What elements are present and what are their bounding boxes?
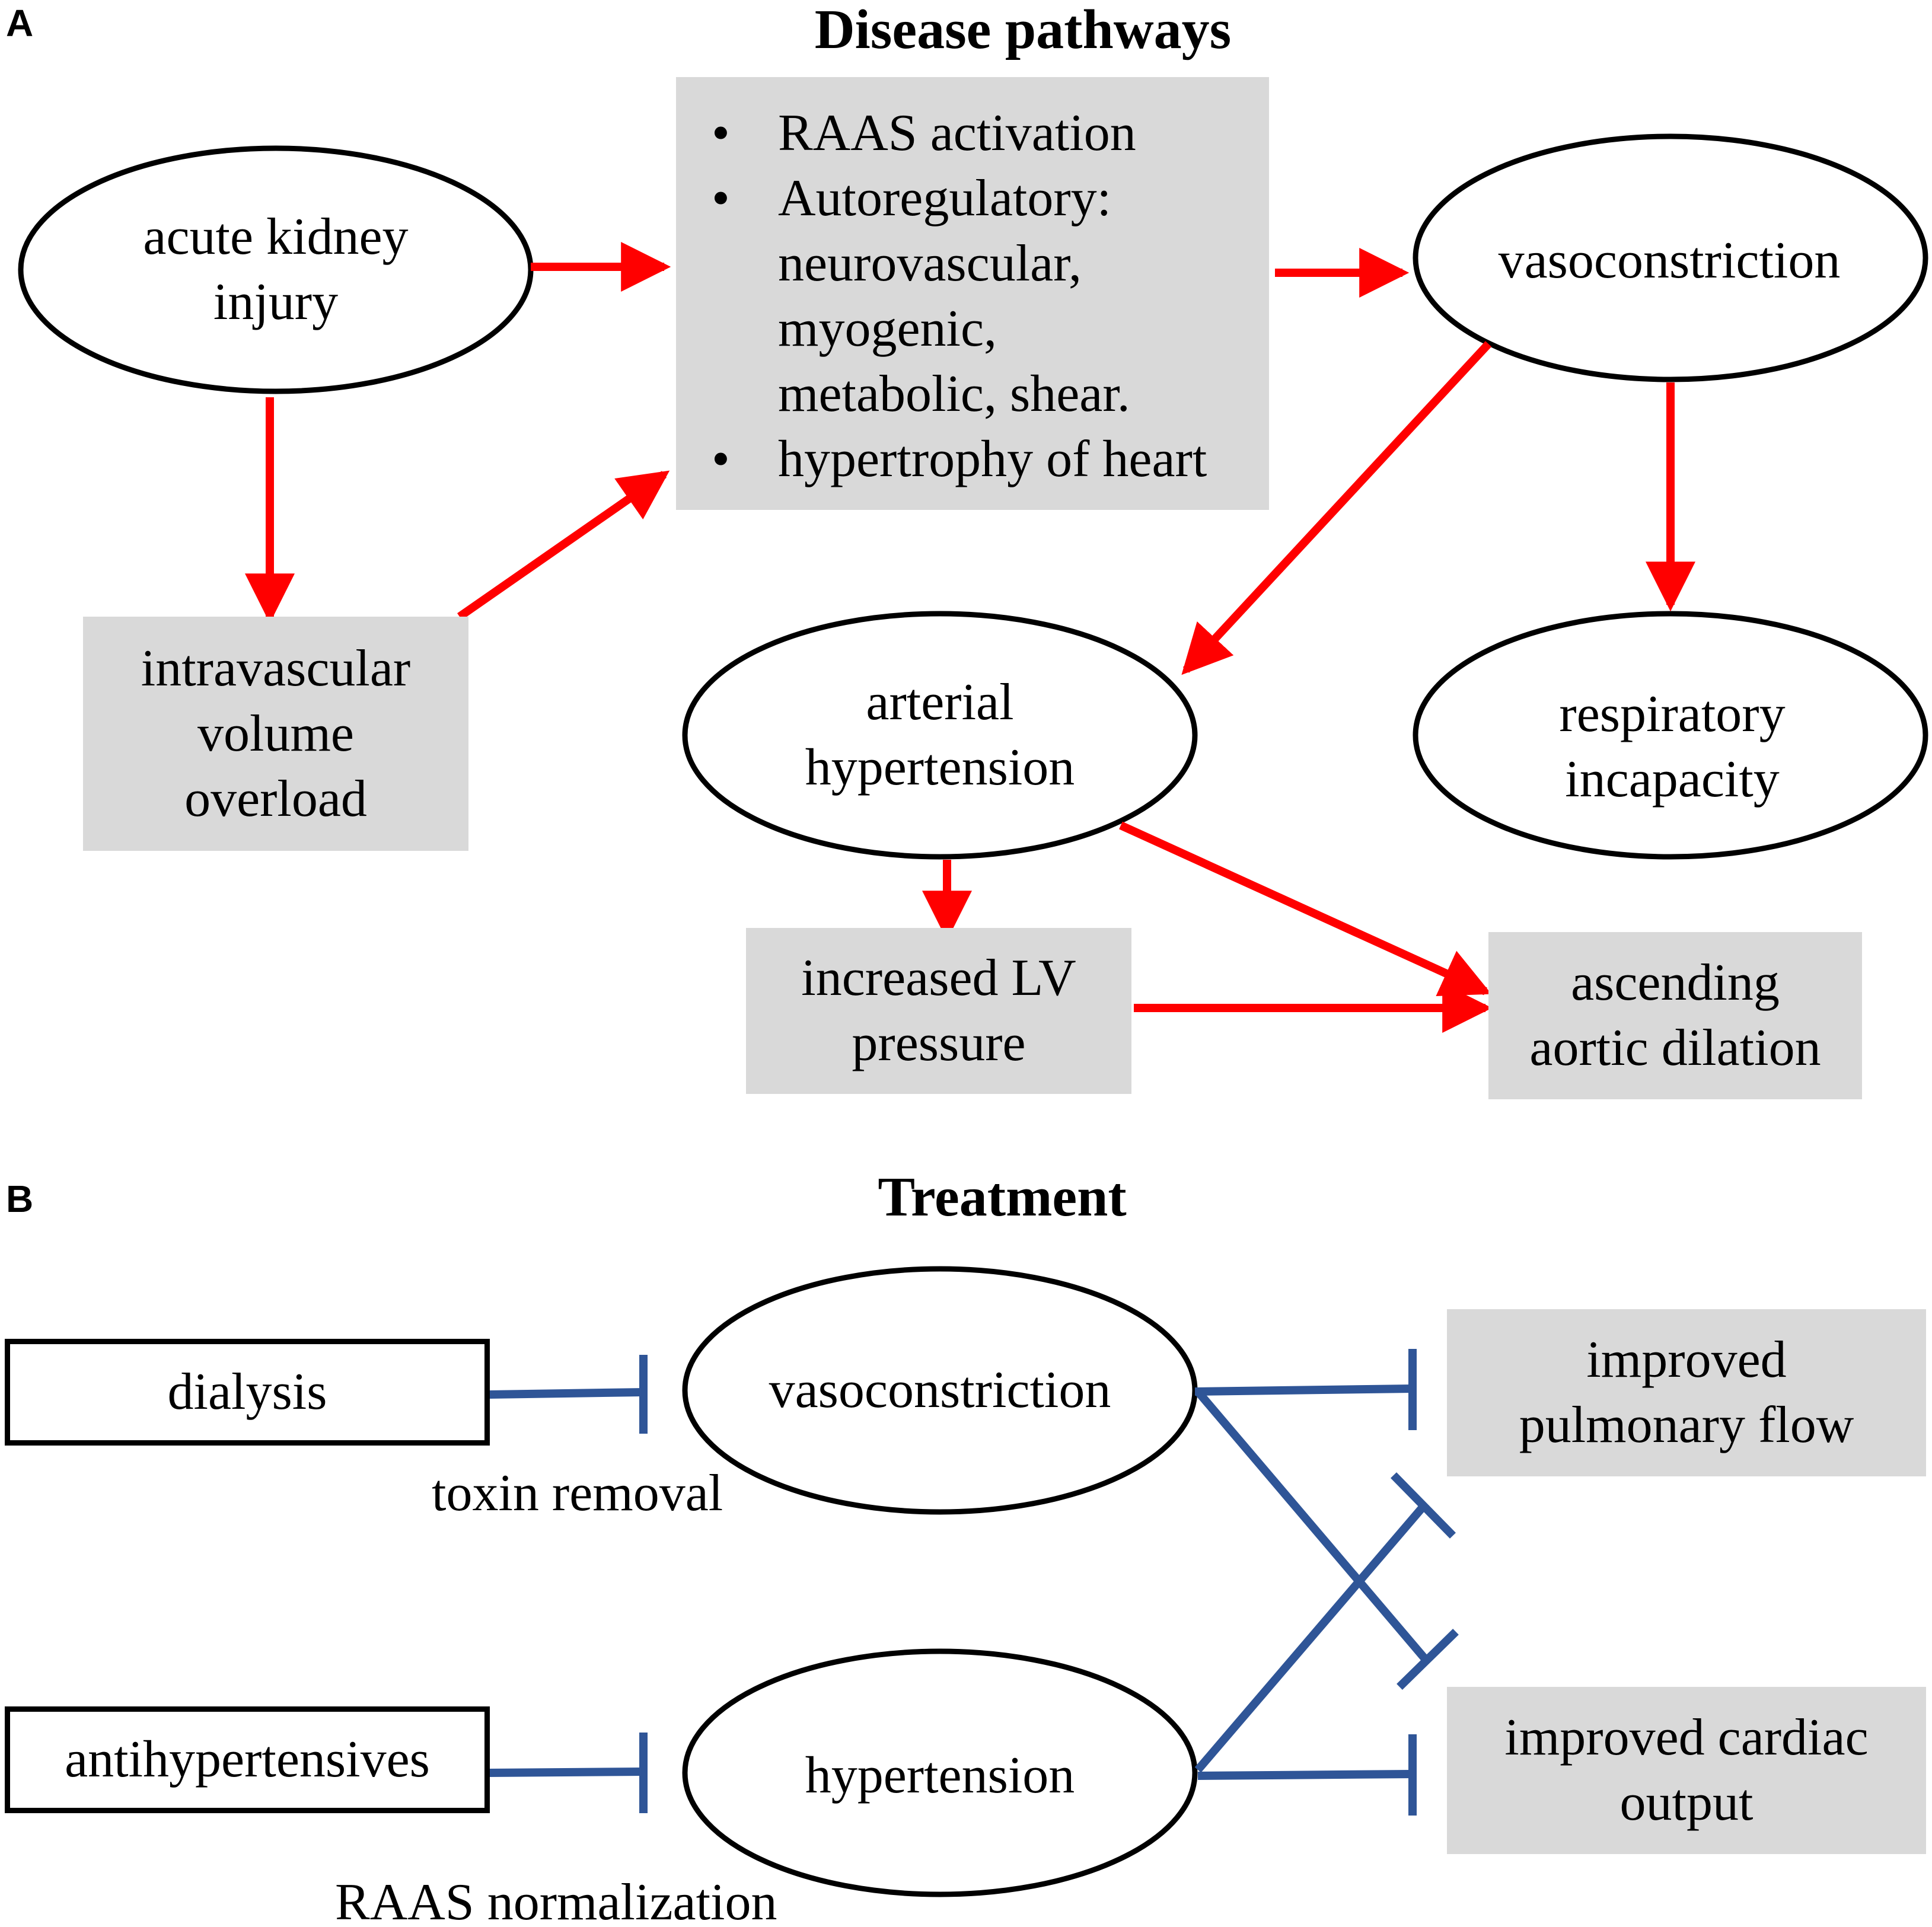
node-respiratory-incapacity: respiratory incapacity [1559,685,1786,808]
inhibit-vasoconstriction-to-pulmonary [1194,1384,1413,1396]
inhibit-vasoconstriction-to-cardiac [1194,1389,1430,1663]
mechanism-detail-metabolic-shear: metabolic, shear. [778,365,1130,423]
inhibit-bar-pulmonary-cross [1391,1472,1456,1539]
panel-letter-b: B [6,1178,34,1220]
node-arterial-hypertension: arterial hypertension [805,674,1075,796]
node-dialysis: dialysis [5,1339,490,1446]
node-hypertension-b: hypertension [805,1747,1075,1804]
node-antihypertensives: antihypertensives [5,1706,490,1813]
inhibit-dialysis-to-vasoconstriction [489,1388,644,1399]
inhibit-bar-cardiac-cross [1397,1628,1459,1690]
node-intravascular-volume-overload: intravascular volume overload [83,617,468,851]
panel-letter-a: A [6,2,34,44]
node-mechanisms: RAAS activation Autoregulatory: neurovas… [676,77,1269,510]
node-vasoconstriction-a: vasoconstriction [1498,232,1841,289]
node-acute-kidney-injury: acute kidney injury [143,208,409,331]
panel-b-title: Treatment [878,1166,1127,1228]
caption-toxin-removal: toxin removal [432,1465,723,1522]
arrow-volume-overload-to-mechanisms [457,470,670,620]
mechanism-item-hypertrophy: hypertrophy of heart [676,427,1269,492]
inhibit-hypertension-to-cardiac [1197,1770,1413,1780]
node-improved-cardiac-output: improved cardiac output [1447,1687,1926,1854]
mechanism-item-autoregulatory: Autoregulatory: [676,166,1269,231]
mechanism-detail-myogenic: myogenic, [778,300,997,358]
node-increased-lv-pressure: increased LV pressure [746,928,1131,1094]
node-outline-hypertension-b [682,1648,1198,1897]
arrow-vasoconstriction-to-hypertension [1181,341,1492,675]
mechanism-item-raas: RAAS activation [676,101,1269,166]
inhibit-antihypertensives-to-hypertension [489,1768,644,1777]
inhibit-hypertension-to-pulmonary [1194,1500,1430,1773]
node-outline-arterial-hypertension [682,611,1198,860]
arrow-hypertension-to-aortic-dilation [1119,821,1492,997]
caption-raas-normalization: RAAS normalization [335,1874,777,1927]
node-ascending-aortic-dilation: ascending aortic dilation [1488,932,1862,1099]
node-vasoconstriction-b: vasoconstriction [769,1361,1111,1419]
panel-a-title: Disease pathways [814,0,1232,60]
mechanism-detail-neurovascular: neurovascular, [778,235,1082,292]
node-improved-pulmonary-flow: improved pulmonary flow [1447,1309,1926,1476]
node-outline-respiratory-incapacity [1413,611,1928,860]
node-outline-vasoconstriction-a [1413,133,1928,382]
